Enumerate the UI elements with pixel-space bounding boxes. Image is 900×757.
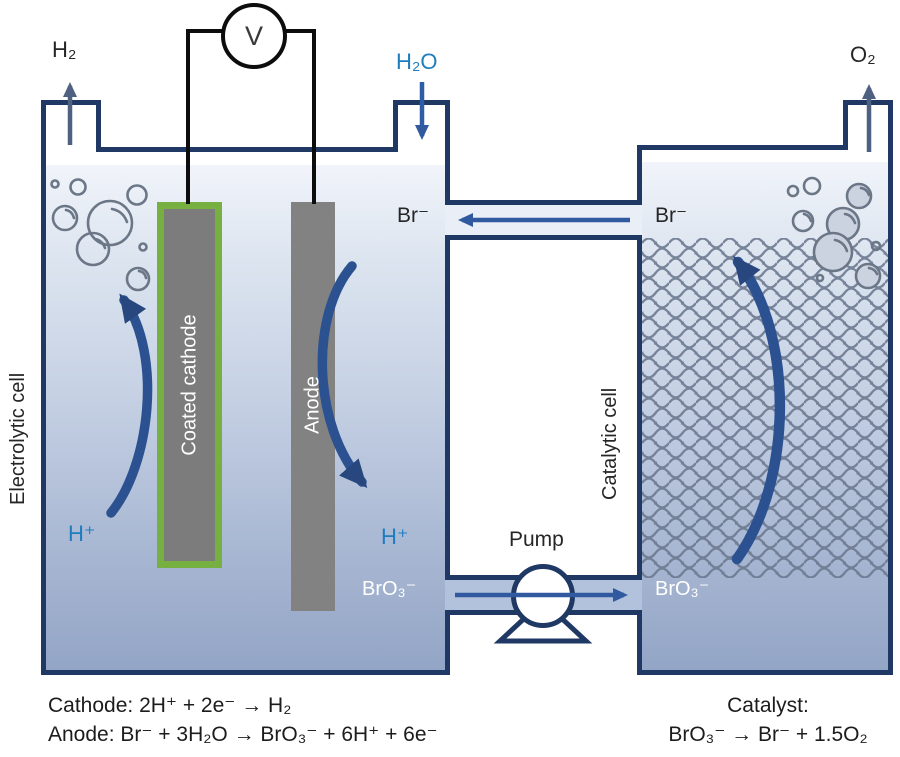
left-cell-wall-right	[445, 100, 450, 675]
catalytic-cell-label: Catalytic cell	[599, 387, 621, 500]
catalyst-equations: Catalyst: BrO₃⁻ → Br⁻ + 1.5O₂	[643, 691, 893, 749]
left-cell-wall-bottom	[41, 670, 450, 675]
right-cell-chimney-top	[843, 100, 893, 105]
right-cell-wall-left	[637, 145, 642, 675]
voltmeter-label: V	[244, 20, 263, 51]
left-cell-inlet-top	[393, 100, 450, 105]
coated-cathode-label: Coated cathode	[178, 314, 201, 456]
left-cell-chimney-top	[41, 100, 101, 105]
bromide-pipe-top	[445, 200, 642, 205]
bromide-label-right: Br⁻	[655, 204, 688, 227]
left-cell-chimney-side	[96, 100, 101, 152]
h2-gas-label: H₂	[52, 37, 77, 62]
cathode-equation: Cathode: 2H⁺ + 2e⁻ → H₂	[48, 694, 292, 717]
wire-right-horizontal	[277, 29, 316, 33]
hplus-label-cathode: H⁺	[68, 521, 96, 546]
right-cell-rim	[637, 145, 848, 150]
bromate-label-left: BrO₃⁻	[362, 578, 417, 600]
h2o-feed-label: H₂O	[396, 49, 438, 74]
pump-label: Pump	[509, 528, 564, 551]
bromide-return-pipe	[445, 205, 642, 235]
catalyst-equation-title: Catalyst:	[727, 694, 809, 717]
left-cell-inlet-side	[393, 100, 398, 152]
catalyst-mesh	[642, 238, 888, 578]
right-cell-wall-bottom	[637, 670, 893, 675]
bromide-label-left: Br⁻	[397, 204, 430, 227]
voltmeter: V	[221, 3, 287, 69]
electrode-equations: Cathode: 2H⁺ + 2e⁻ → H₂ Anode: Br⁻ + 3H₂…	[48, 691, 438, 749]
o2-gas-label: O₂	[850, 42, 876, 67]
wire-left-vertical	[186, 29, 190, 204]
left-cell-wall-left	[41, 100, 46, 675]
wire-left-horizontal	[186, 29, 223, 33]
left-cell-rim	[96, 147, 398, 152]
anode-label: Anode	[301, 376, 324, 434]
catalyst-equation: BrO₃⁻ → Br⁻ + 1.5O₂	[668, 723, 868, 746]
anode-equation: Anode: Br⁻ + 3H₂O → BrO₃⁻ + 6H⁺ + 6e⁻	[48, 723, 438, 746]
bromide-pipe-bottom	[445, 235, 642, 240]
wire-right-vertical	[312, 29, 316, 204]
coated-cathode-electrode	[157, 202, 222, 568]
right-cell-chimney-side	[843, 100, 848, 150]
hplus-label-anode: H⁺	[381, 524, 409, 549]
electrolytic-cell-label: Electrolytic cell	[7, 372, 29, 505]
pump-body	[511, 564, 575, 628]
bromate-label-right: BrO₃⁻	[655, 578, 710, 600]
right-cell-wall-right	[888, 100, 893, 675]
